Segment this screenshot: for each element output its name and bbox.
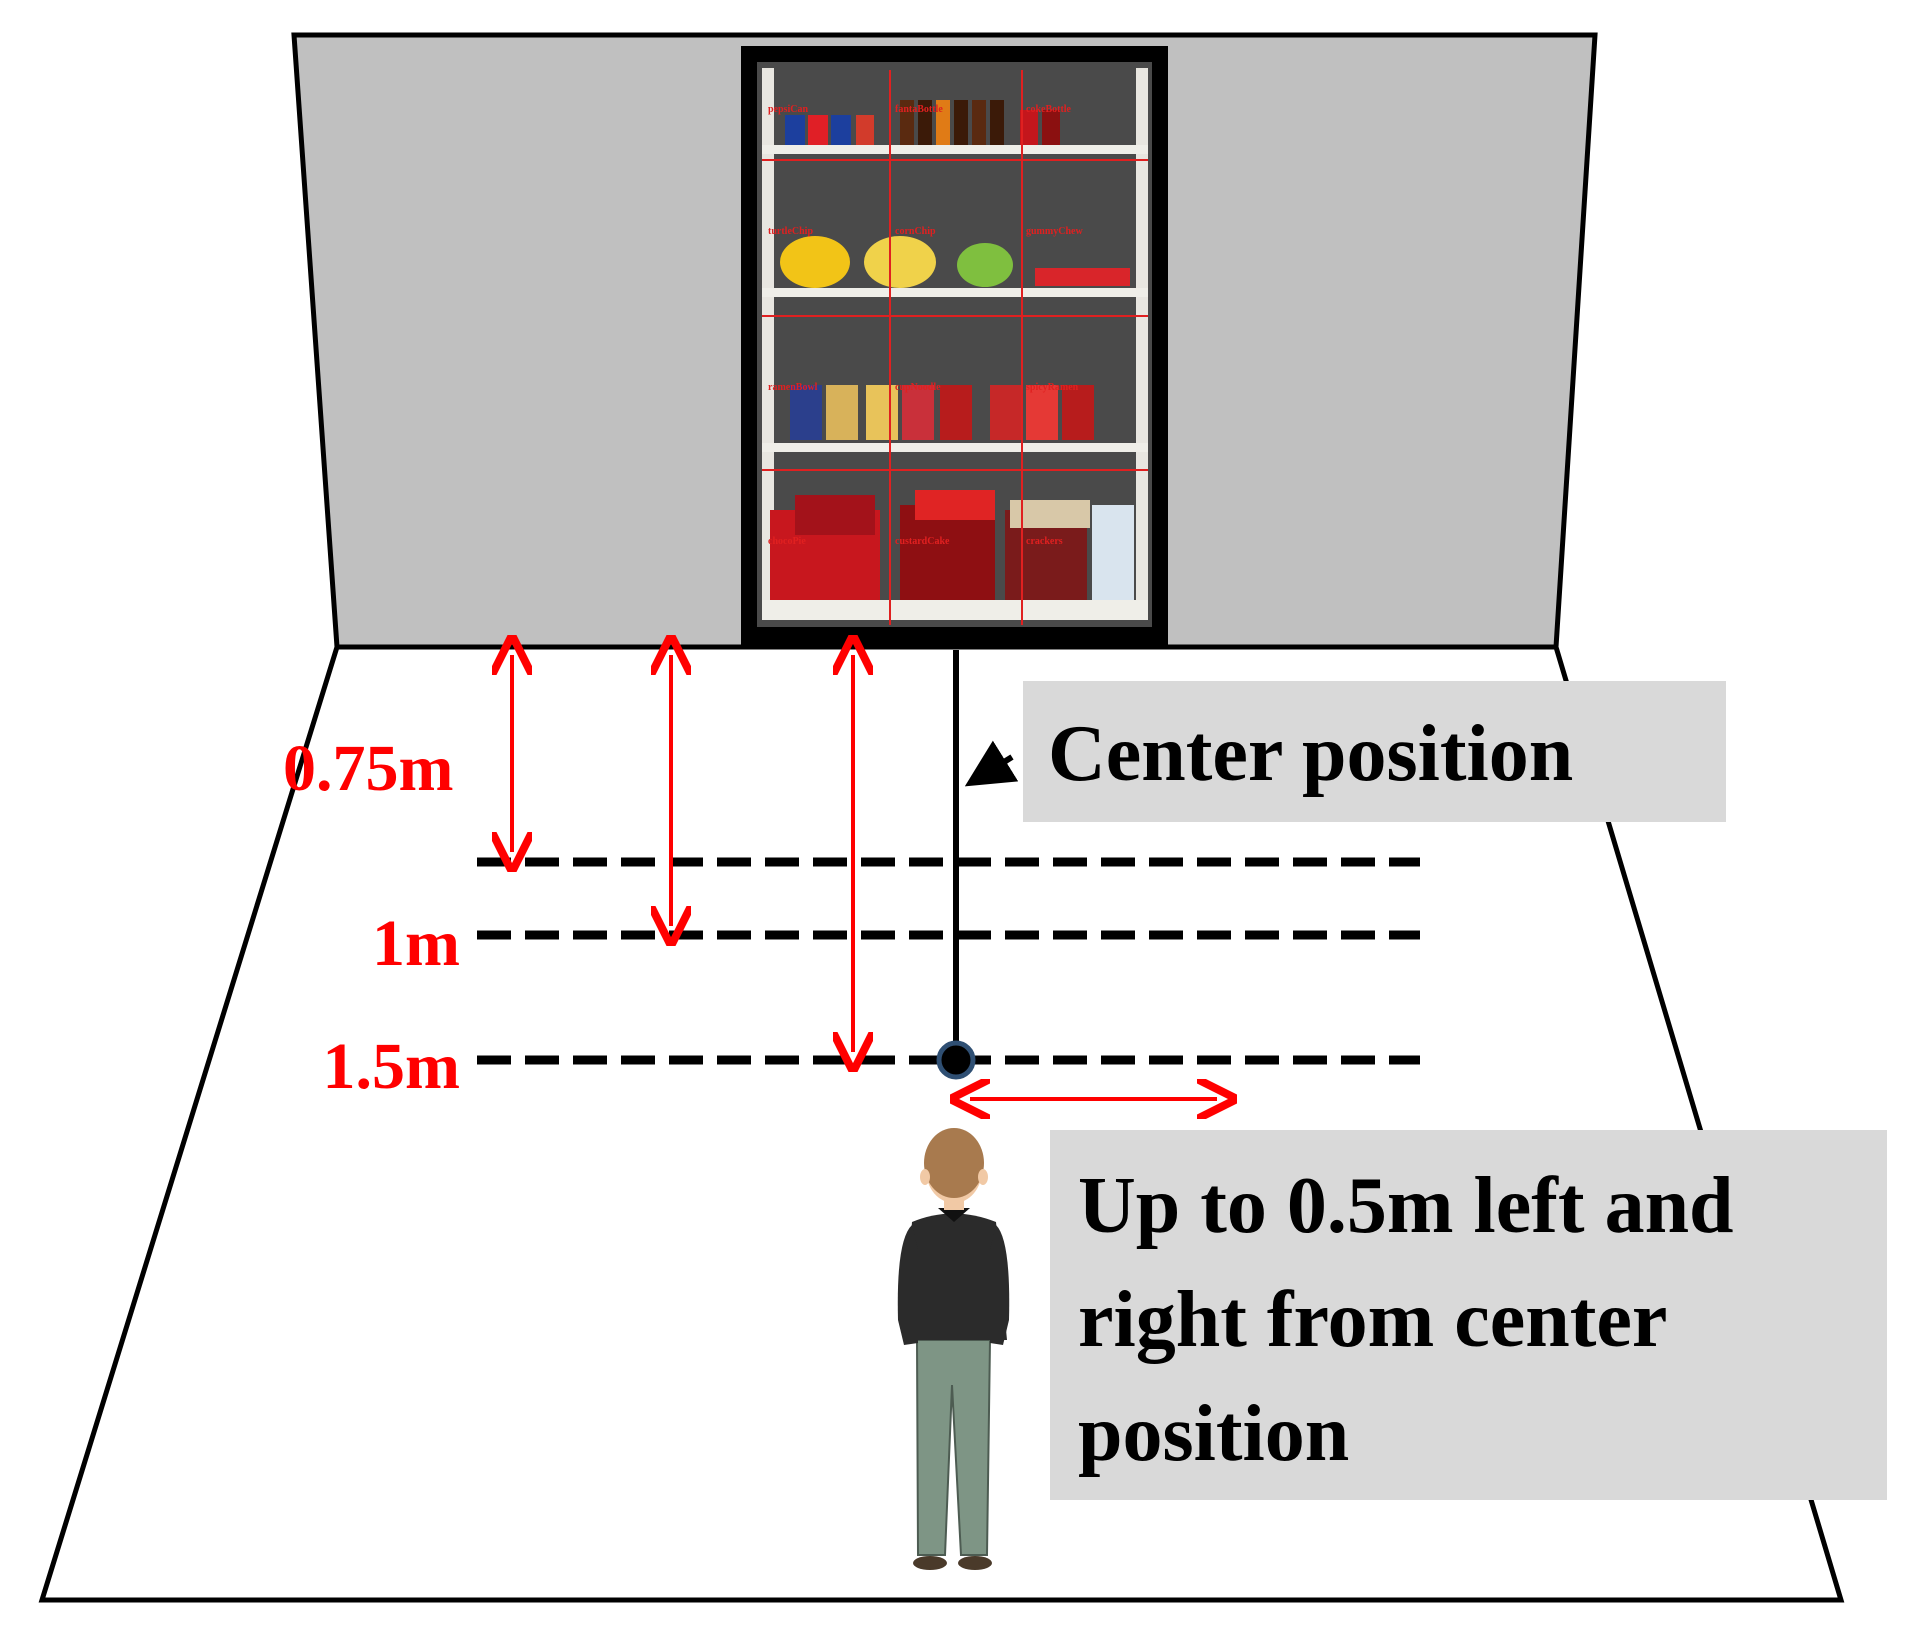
shelf-label: cornChip (895, 226, 936, 237)
center-position-dot (936, 1040, 976, 1080)
measurement-arrows (512, 655, 1217, 1099)
lateral-text-line-1: Up to 0.5m left and (1078, 1162, 1734, 1250)
label-1m: 1m (372, 907, 460, 980)
label-075m: 0.75m (283, 732, 453, 805)
person-figure-icon (897, 1128, 1010, 1570)
products-row-1 (785, 100, 1060, 145)
center-position-callout: Center position (1023, 681, 1726, 822)
label-15m: 1.5m (323, 1030, 460, 1103)
shelf-label: ramenBowl (768, 382, 818, 393)
shelf-label: pepsiCan (768, 104, 808, 115)
shelf-label: cokeBottle (1026, 104, 1072, 115)
lateral-range-callout: Up to 0.5m left and right from center po… (1050, 1130, 1887, 1500)
shelf-label: spicyRamen (1026, 382, 1079, 393)
products-row-2 (780, 236, 1130, 288)
shelf-label: chocoPie (768, 536, 806, 547)
center-pointer-arrow (964, 740, 1019, 787)
vending-shelf-photo: pepsiCan fantaBottle cokeBottle turtleCh… (741, 46, 1168, 646)
center-position-text: Center position (1048, 710, 1573, 798)
shelf-labels: pepsiCan fantaBottle cokeBottle turtleCh… (768, 104, 1083, 547)
shelf-label: turtleChip (768, 226, 813, 237)
lateral-text-line-3: position (1078, 1390, 1349, 1478)
products-row-3 (790, 385, 1094, 440)
shelf-label: cupNoodle (895, 382, 941, 393)
products-row-4 (770, 490, 1134, 600)
shelf-label: gummyChew (1026, 226, 1083, 237)
shelf-label: custardCake (895, 536, 950, 547)
lateral-text-line-2: right from center (1078, 1276, 1667, 1364)
detection-grid (762, 70, 1148, 625)
shelf-label: fantaBottle (895, 104, 943, 115)
distance-lines (477, 857, 1420, 1065)
shelf-label: crackers (1026, 536, 1063, 547)
